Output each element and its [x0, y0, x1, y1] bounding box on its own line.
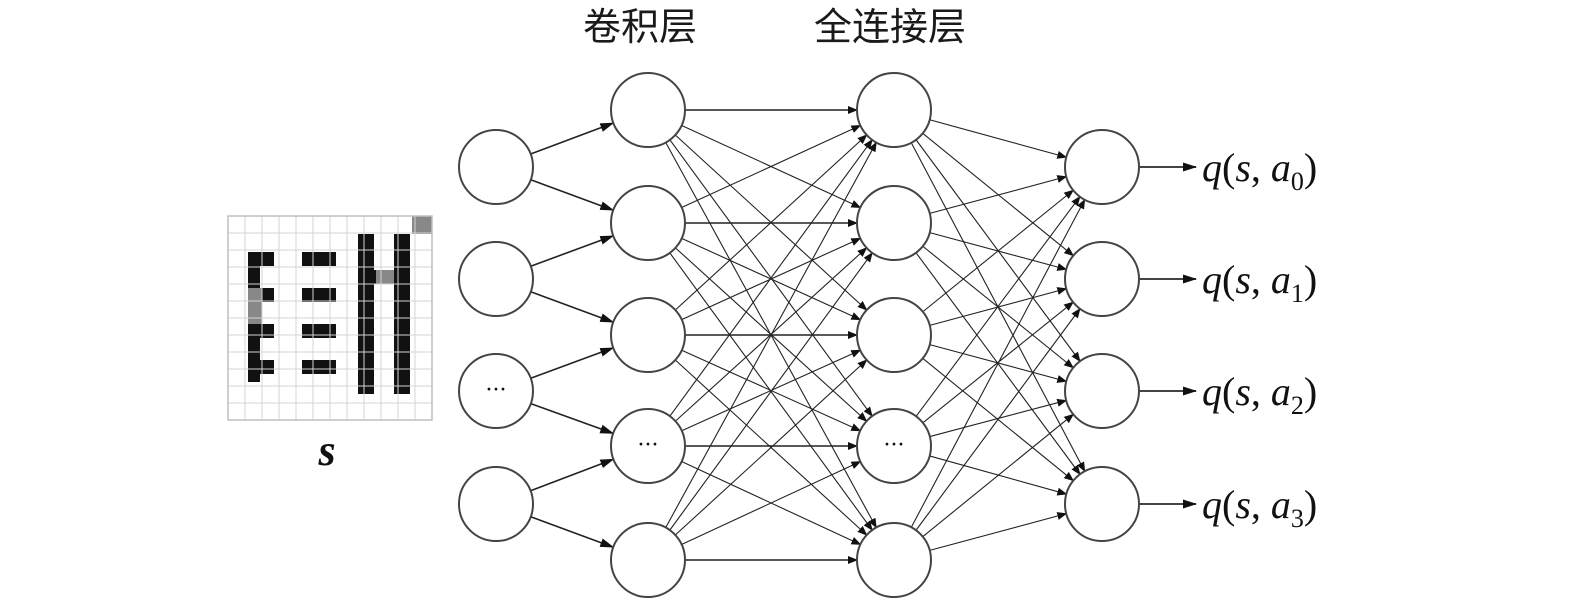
- grid-black-cell: [248, 324, 274, 338]
- conv-node: [610, 185, 686, 261]
- fc-output-edge: [910, 198, 1086, 528]
- conv-node: [610, 408, 686, 484]
- fc-layer-title: 全连接层: [814, 5, 966, 49]
- grid-black-cell: [302, 288, 336, 302]
- grid-gray-cell: [248, 288, 262, 324]
- node-ellipsis: ···: [884, 433, 905, 458]
- node-ellipsis: ···: [638, 433, 659, 458]
- output-label-q-1: q(s, a1): [1202, 257, 1317, 308]
- conv-node: [610, 522, 686, 598]
- fc-node: [856, 185, 932, 261]
- fc-output-edge: [929, 398, 1068, 438]
- conv-fc-edge: [665, 141, 877, 528]
- conv-node: [610, 72, 686, 148]
- grid-black-cell: [248, 360, 274, 374]
- state-grid-image: [227, 215, 433, 421]
- grid-gray-cell: [412, 216, 432, 234]
- conv-fc-edge: [681, 461, 862, 545]
- fc-node: [856, 297, 932, 373]
- input-node: [458, 129, 534, 205]
- input-conv-edge: [530, 291, 615, 323]
- state-label: s: [317, 426, 335, 475]
- fc-output-edge: [915, 195, 1081, 417]
- network-nodes: ··· ··· ···: [458, 72, 1140, 598]
- conv-fc-edge: [681, 124, 862, 209]
- conv-fc-edge: [669, 252, 873, 531]
- grid-black-cell: [358, 324, 374, 394]
- output-node: [1064, 241, 1140, 317]
- grid-border: [227, 215, 433, 421]
- fc-node: [856, 72, 932, 148]
- fc-node: [856, 408, 932, 484]
- fc-output-edge: [915, 307, 1081, 531]
- fc-output-edge: [929, 512, 1068, 551]
- grid-gray-cell: [376, 270, 394, 284]
- conv-fc-edge: [674, 359, 868, 536]
- conv-layer-title: 卷积层: [583, 5, 697, 49]
- node-ellipsis: ···: [486, 378, 507, 403]
- input-conv-edge: [530, 458, 615, 492]
- output-label-q-0: q(s, a0): [1202, 145, 1317, 196]
- conv-fc-edge: [681, 349, 862, 432]
- grid-black-cell: [302, 324, 336, 338]
- input-conv-edge: [530, 347, 615, 379]
- fc-output-edge: [929, 119, 1068, 159]
- output-label-q-2: q(s, a2): [1202, 369, 1317, 420]
- output-labels: q(s, a0) q(s, a1) q(s, a2) q(s, a3): [1139, 145, 1317, 533]
- conv-fc-edge: [674, 134, 868, 311]
- conv-fc-edge: [681, 237, 862, 321]
- output-label-q-3: q(s, a3): [1202, 482, 1317, 533]
- grid-black-cell: [302, 252, 336, 266]
- network-edges: [530, 106, 1086, 564]
- fc-output-edge: [929, 175, 1068, 214]
- input-conv-edge: [530, 122, 615, 155]
- input-conv-edge: [530, 235, 615, 267]
- fc-node: [856, 522, 932, 598]
- input-node: [458, 466, 534, 542]
- input-node: [458, 353, 534, 429]
- grid-black-cell: [302, 360, 336, 374]
- input-conv-edge: [530, 179, 615, 211]
- input-conv-edge: [530, 516, 615, 548]
- output-node: [1064, 466, 1140, 542]
- input-conv-edge: [530, 402, 615, 435]
- conv-fc-edge: [669, 139, 873, 417]
- output-node: [1064, 353, 1140, 429]
- fc-output-edge: [922, 189, 1074, 313]
- conv-node: [610, 297, 686, 373]
- output-node: [1064, 129, 1140, 205]
- fc-output-edge: [922, 413, 1075, 538]
- input-node: [458, 241, 534, 317]
